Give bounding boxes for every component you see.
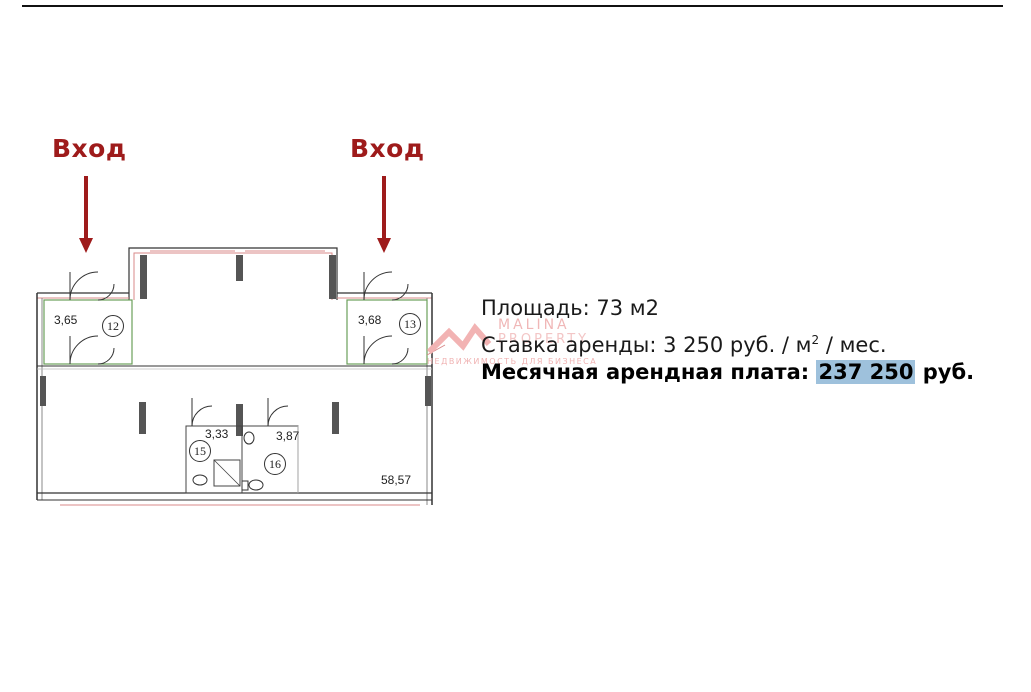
room-13-area: 3,68 [358, 313, 382, 327]
watermark-brand-2: PROPERTY [498, 332, 590, 347]
room-15-area: 3,33 [205, 427, 229, 441]
room-15-number: 15 [189, 440, 211, 462]
room-13-number: 13 [399, 313, 421, 335]
rate-superscript: 2 [811, 333, 820, 347]
monthly-rent-text: Месячная арендная плата: 237 250 руб. [481, 358, 974, 386]
rent-value: 237 250 [816, 360, 916, 384]
room-12-area: 3,65 [54, 313, 78, 327]
outer-walls [36, 292, 433, 506]
rent-unit: руб. [915, 360, 975, 384]
rate-prefix: Ставка аренды: 3 250 руб. / м [481, 333, 812, 357]
room-16-number: 16 [264, 453, 286, 475]
entrance-label-left: Вход [52, 134, 127, 163]
area-text: Площадь: 73 м2 [481, 296, 659, 320]
main-hall-area: 58,57 [381, 473, 412, 487]
rate-text: Ставка аренды: 3 250 руб. / м2 / мес. [481, 326, 887, 359]
top-rule [22, 5, 1003, 7]
watermark-brand: MALINA [498, 317, 570, 333]
malina-property-logo-icon [427, 323, 492, 355]
room-12-number: 12 [102, 315, 124, 337]
entrance-label-right: Вход [350, 134, 425, 163]
restrooms [185, 398, 299, 494]
rent-label: Месячная арендная плата: [481, 360, 817, 384]
vestibule-right [346, 271, 446, 365]
entrance-arrow-left [79, 176, 93, 253]
columns [40, 376, 431, 436]
vestibule-left [43, 271, 133, 365]
watermark-tagline: НЕДВИЖИМОСТЬ ДЛЯ БИЗНЕСА [427, 357, 598, 366]
rate-suffix: / мес. [819, 333, 887, 357]
room-16-area: 3,87 [276, 429, 300, 443]
top-bay [128, 247, 338, 300]
entrance-arrow-right [377, 176, 391, 253]
